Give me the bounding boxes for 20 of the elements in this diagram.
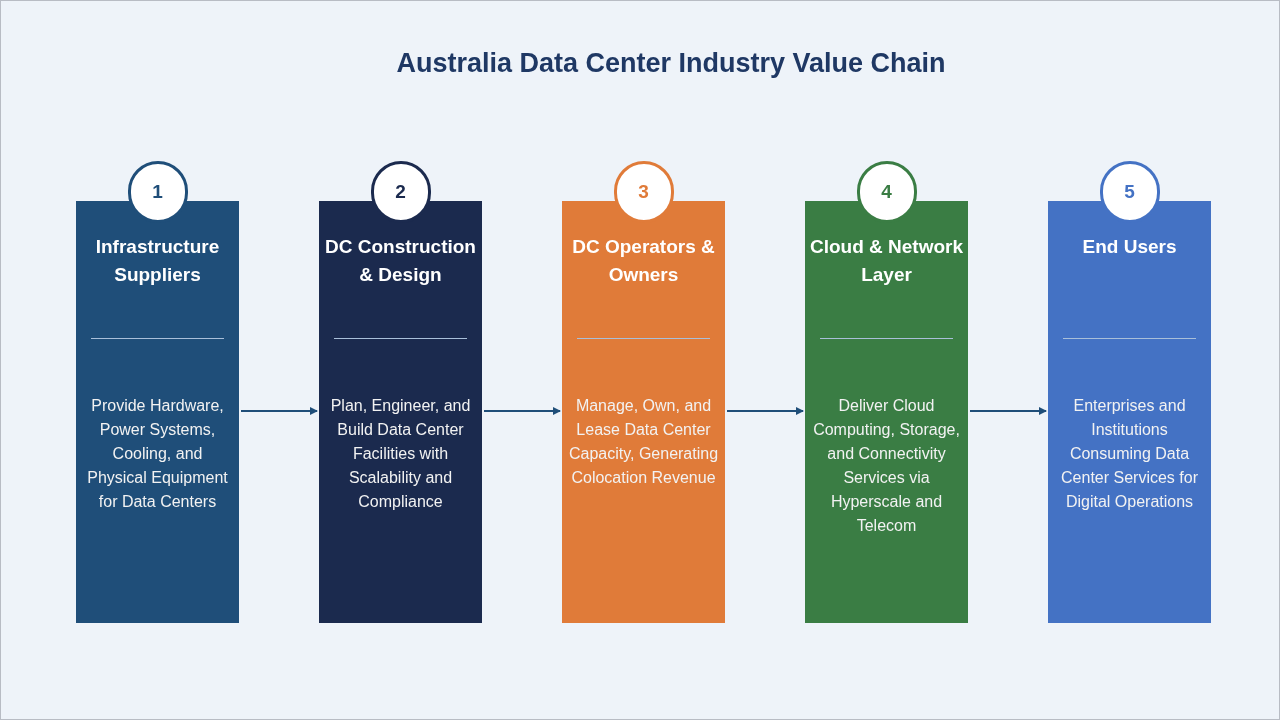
- stage-description: Deliver Cloud Computing, Storage, and Connectivity Services via Hyperscale and Telecom: [812, 396, 961, 536]
- stage-heading: Infrastructure Suppliers: [94, 235, 221, 287]
- stage-heading: DC Operators & Owners: [571, 235, 716, 287]
- stage-column: [1048, 201, 1211, 623]
- stage-description: Manage, Own, and Lease Data Center Capacity, Generating Colocation Revenue: [568, 396, 719, 488]
- stage-column: [76, 201, 239, 623]
- stage-column: [562, 201, 725, 623]
- stage-heading: DC Construction & Design: [324, 235, 477, 287]
- arrow: [726, 407, 804, 415]
- diagram-title: Australia Data Center Industry Value Chain: [395, 47, 947, 80]
- stage-description: Plan, Engineer, and Build Data Center Facilities with Scalability and Compliance: [329, 396, 472, 512]
- stage-column: [319, 201, 482, 623]
- stage-heading: Cloud & Network Layer: [809, 235, 964, 287]
- stage-description: Provide Hardware, Power Systems, Cooling, and Physical Equipment for Data Centers: [86, 396, 229, 512]
- stage-heading: End Users: [1081, 235, 1178, 259]
- stage-description: Enterprises and Institutions Consuming Data Center Services for Digital Operations: [1060, 396, 1199, 512]
- stage-column: [805, 201, 968, 623]
- arrow: [483, 407, 561, 415]
- arrow: [969, 407, 1047, 415]
- arrow: [240, 407, 318, 415]
